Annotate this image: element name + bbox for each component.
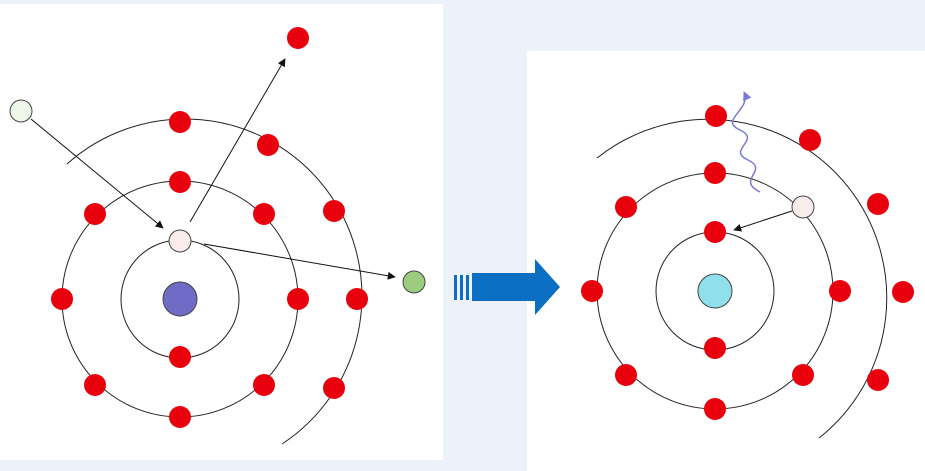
incoming-particle — [9, 99, 33, 123]
electron — [705, 105, 727, 127]
electron — [704, 398, 726, 420]
electron — [704, 337, 726, 359]
electron — [615, 196, 637, 218]
electron — [346, 288, 368, 310]
electron — [792, 364, 814, 386]
electron — [829, 280, 851, 302]
right-panel — [527, 51, 925, 471]
transition-path-arrow — [733, 210, 793, 232]
electron — [892, 281, 914, 303]
electron — [323, 200, 345, 222]
electron — [867, 369, 889, 391]
left-atom — [9, 27, 426, 445]
electron — [867, 193, 889, 215]
ejected-electron — [287, 27, 309, 49]
electron — [51, 288, 73, 310]
transitioning-electron — [791, 195, 815, 219]
scattered-path-arrow — [203, 243, 396, 280]
scattered-particle — [402, 270, 426, 294]
left-nucleus — [162, 281, 198, 317]
electron — [253, 203, 275, 225]
ejection-path-arrow — [189, 58, 286, 223]
vacancy — [168, 229, 192, 253]
electron — [704, 162, 726, 184]
electron — [323, 377, 345, 399]
electron — [581, 280, 603, 302]
transition-arrow — [454, 259, 560, 315]
emitted-photon — [731, 91, 761, 193]
right-nucleus — [697, 273, 733, 309]
electron — [253, 374, 275, 396]
right-outer-orbit — [596, 118, 888, 439]
electron — [169, 111, 191, 133]
electron — [169, 346, 191, 368]
electron — [704, 221, 726, 243]
right-atom — [581, 91, 914, 439]
electron — [84, 203, 106, 225]
electron — [169, 406, 191, 428]
electron — [615, 364, 637, 386]
electron — [84, 374, 106, 396]
electron — [257, 134, 279, 156]
incoming-path-arrow — [30, 118, 164, 229]
left-panel — [0, 4, 443, 460]
left-outer-orbit — [66, 118, 363, 445]
electron — [287, 288, 309, 310]
electron — [799, 129, 821, 151]
electron — [169, 171, 191, 193]
